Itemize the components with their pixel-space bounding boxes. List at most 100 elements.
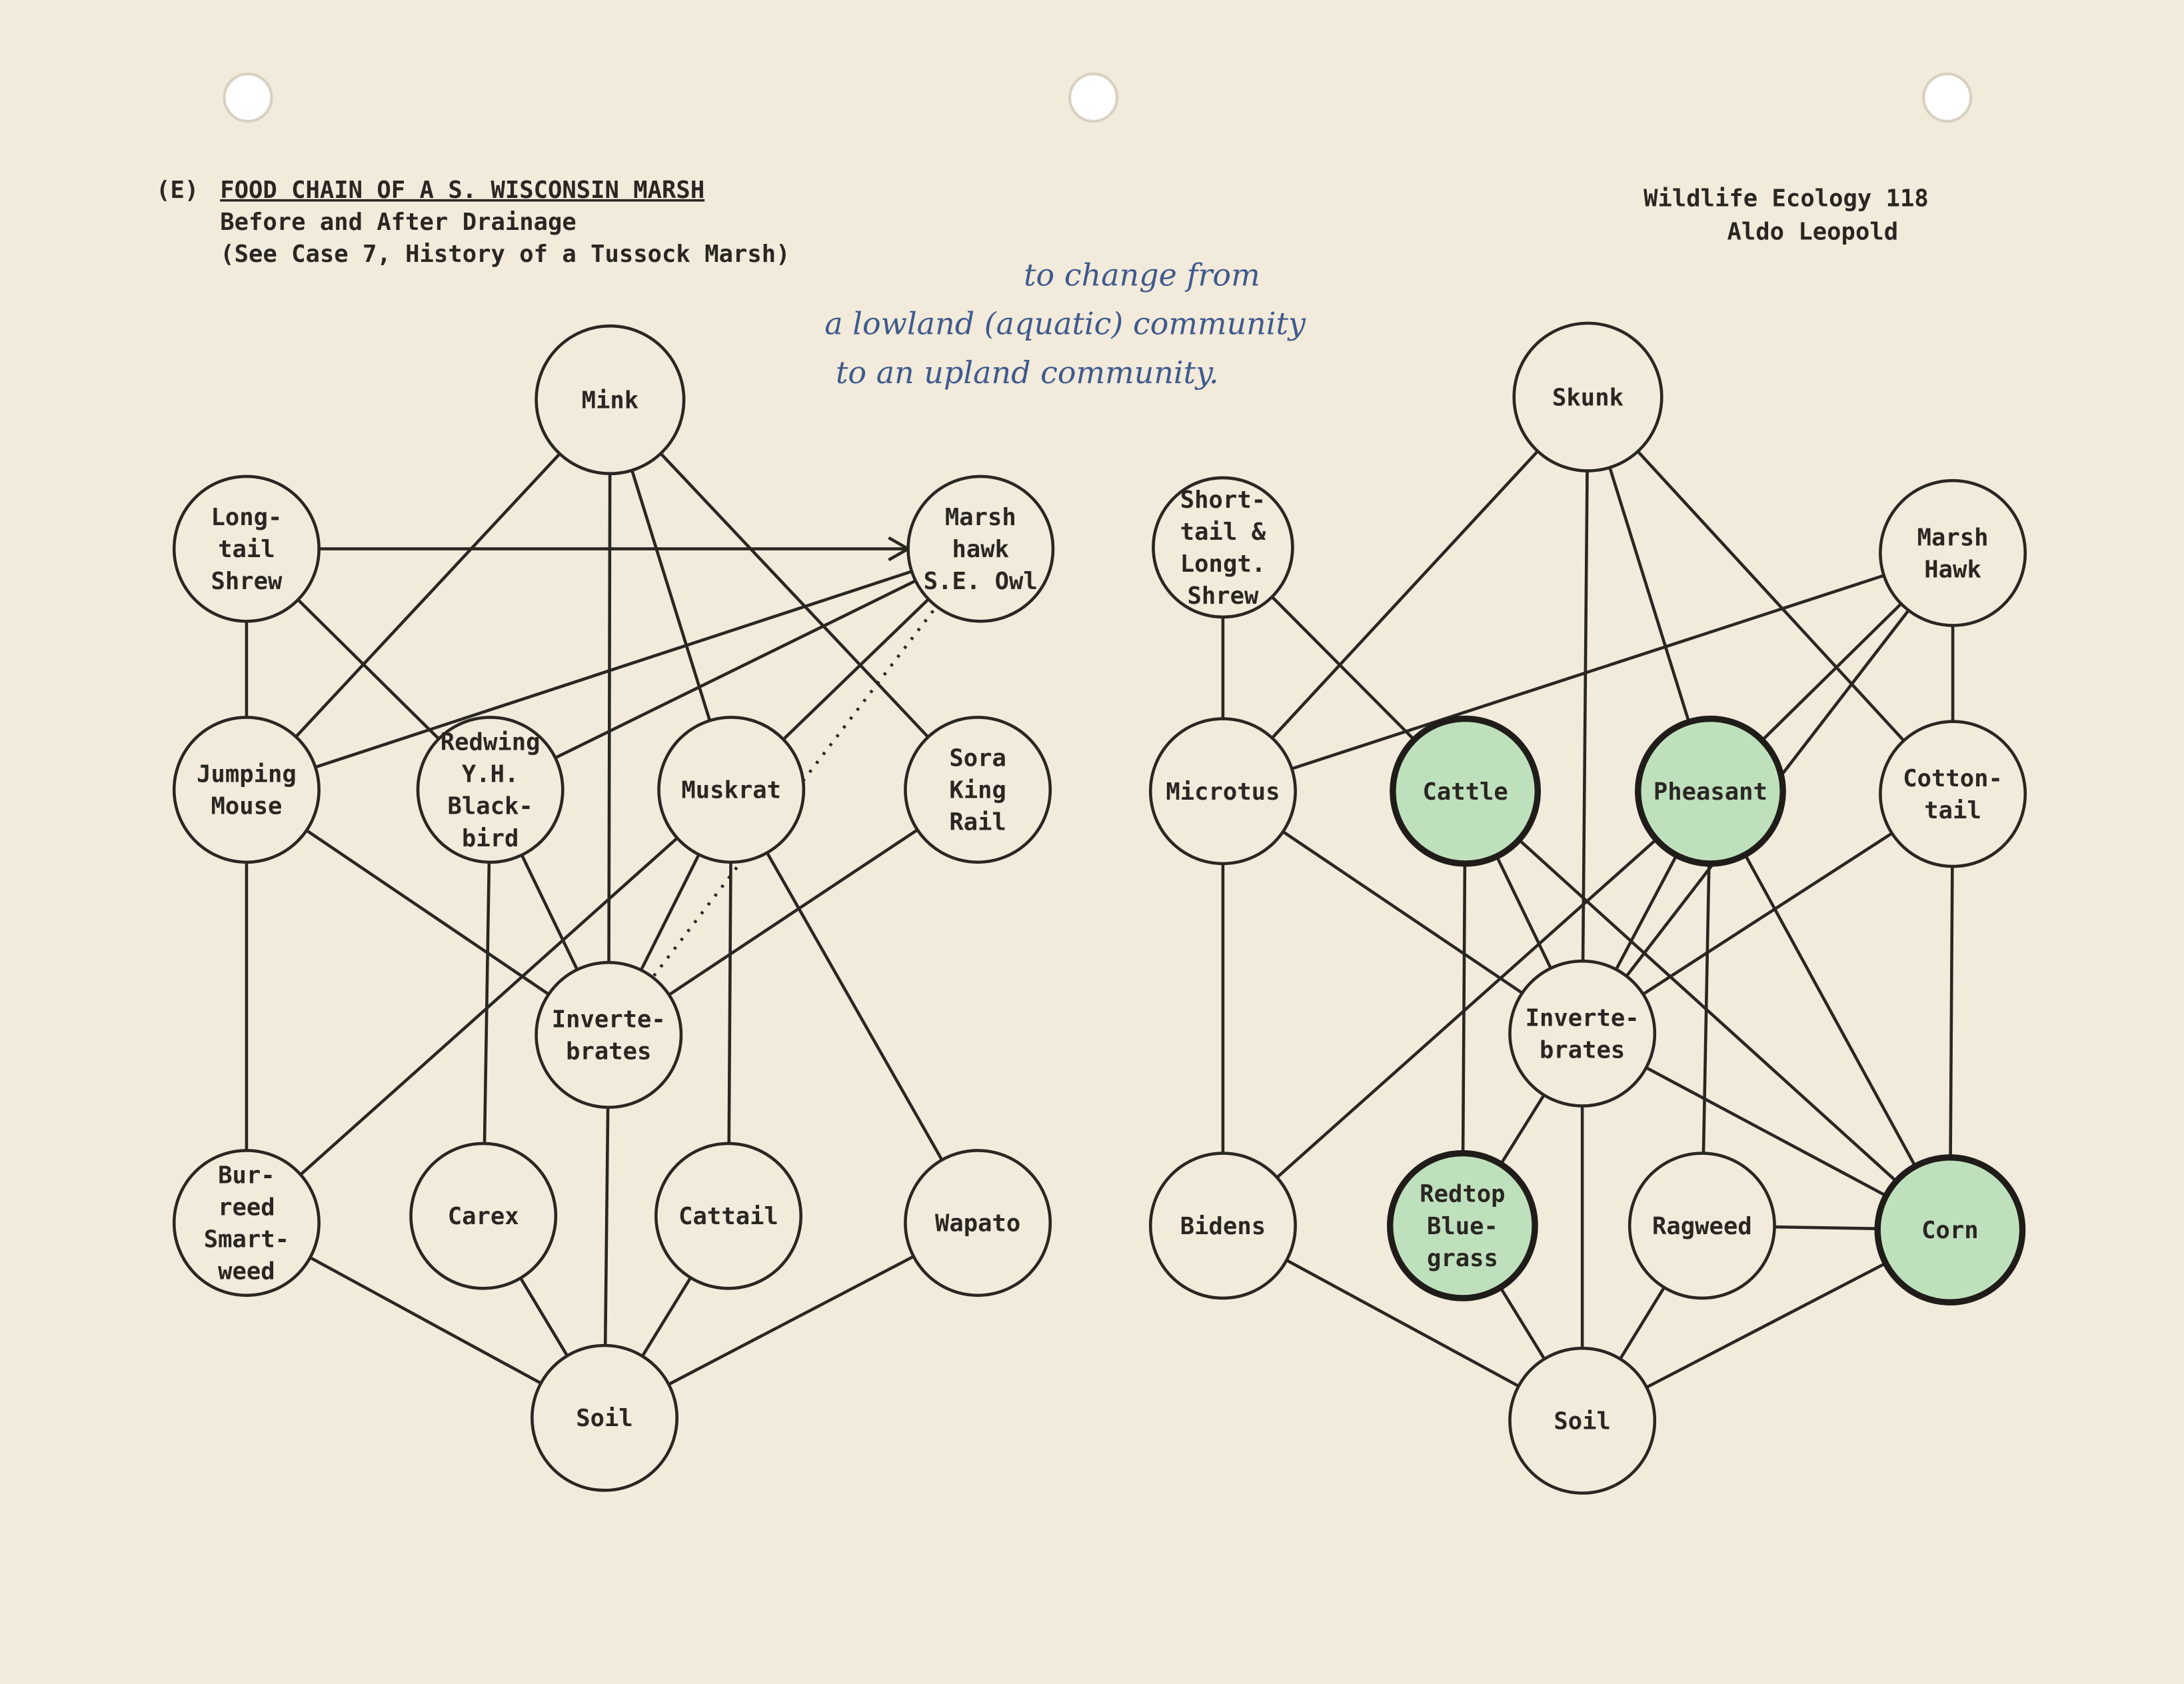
node-label: Cattail: [678, 1203, 778, 1230]
node-circle: [416, 716, 564, 864]
after-node-corn: Corn: [1874, 1154, 2026, 1305]
node-circle: [1148, 717, 1297, 866]
node-label: Shrew: [211, 568, 283, 595]
before-edge-mink-invert: [606, 399, 612, 1035]
punch-hole: [1068, 72, 1119, 123]
node-label: Skunk: [1552, 384, 1624, 411]
after-node-microtus: Microtus: [1148, 717, 1297, 866]
node-label: Bidens: [1180, 1213, 1266, 1240]
node-label: Microtus: [1166, 778, 1280, 806]
node-label: tail: [1924, 797, 1981, 824]
before-node-cattail: Cattail: [654, 1142, 803, 1290]
handwritten-note-line: to an upland community.: [836, 355, 1219, 391]
after-node-cottontail: Cotton-tail: [1879, 720, 2027, 868]
node-label: Jumping: [197, 761, 297, 788]
before-node-soil: Soil: [531, 1343, 679, 1492]
punch-hole: [223, 72, 273, 123]
node-label: tail &: [1180, 518, 1266, 546]
page-title: FOOD CHAIN OF A S. WISCONSIN MARSH: [220, 177, 704, 204]
node-label: Longt.: [1180, 550, 1266, 578]
node-label: Ragweed: [1652, 1213, 1752, 1240]
page-subtitle: Before and After Drainage: [220, 209, 576, 236]
case-reference: (See Case 7, History of a Tussock Marsh): [220, 241, 790, 268]
node-label: Inverte-: [552, 1006, 666, 1033]
course-name: Wildlife Ecology 118: [1643, 185, 1929, 212]
node-label: Smart-: [204, 1226, 289, 1254]
node-circle: [1508, 1346, 1657, 1495]
before-node-muskrat: Muskrat: [657, 716, 806, 864]
punch-hole: [1922, 72, 1973, 123]
node-label: Mouse: [211, 793, 282, 820]
after-edge-skunk-cottontail: [1586, 396, 1954, 795]
after-node-ragweed: Ragweed: [1628, 1152, 1776, 1300]
node-circle: [535, 324, 686, 476]
node-label: Y.H.: [462, 761, 519, 788]
before-node-carex: Carex: [409, 1142, 558, 1290]
after-edge-hawk-microtus: [1222, 551, 1953, 793]
node-label: Blue-: [1427, 1213, 1498, 1240]
node-circle: [657, 716, 806, 864]
node-label: Wapato: [935, 1210, 1020, 1238]
after-node-cattle: Cattle: [1390, 715, 1541, 867]
before-edge-hawk-mouse: [246, 547, 982, 792]
handwritten-note-line: to change from: [1024, 257, 1260, 293]
before-node-wapato: Wapato: [904, 1149, 1052, 1297]
after-edge-pheasant-corn: [1709, 790, 1951, 1231]
node-circle: [1390, 715, 1541, 867]
node-circle: [531, 1343, 679, 1492]
handwritten-note-line: a lowland (aquatic) community: [824, 306, 1306, 342]
node-label: Cotton-: [1903, 765, 2003, 792]
node-circle: [654, 1142, 803, 1290]
node-label: Marsh: [1917, 524, 1989, 551]
node-circle: [1387, 1150, 1538, 1301]
node-label: brates: [566, 1038, 651, 1066]
after-edge-skunk-invert: [1580, 397, 1590, 1034]
node-label: weed: [218, 1258, 275, 1285]
node-label: reed: [218, 1194, 275, 1222]
after-node-skunk: Skunk: [1512, 321, 1663, 472]
before-edge-mink-mouse: [245, 399, 612, 791]
node-label: Redtop: [1420, 1181, 1505, 1208]
node-circle: [409, 1142, 558, 1290]
before-edge-muskrat-burreed: [245, 788, 732, 1224]
node-circle: [1508, 959, 1657, 1108]
node-label: Redwing: [441, 729, 541, 756]
node-circle: [904, 716, 1052, 864]
node-circle: [1152, 476, 1294, 619]
after-node-pheasant: Pheasant: [1635, 715, 1786, 867]
node-label: Soil: [1554, 1407, 1611, 1435]
node-label: brates: [1540, 1036, 1625, 1064]
before-edge-mink-sora: [608, 399, 979, 791]
after-node-bidens: Bidens: [1148, 1152, 1297, 1300]
node-label: Pheasant: [1653, 778, 1767, 806]
node-label: Rail: [949, 809, 1006, 836]
node-label: Inverte-: [1526, 1004, 1639, 1032]
node-circle: [1628, 1152, 1776, 1300]
node-label: Carex: [448, 1203, 519, 1230]
node-label: Bur-: [218, 1162, 275, 1190]
node-label: Shrew: [1187, 582, 1259, 610]
node-label: Marsh: [945, 504, 1016, 531]
node-label: grass: [1427, 1245, 1498, 1272]
node-label: Hawk: [1924, 556, 1981, 583]
node-label: Cattle: [1422, 778, 1508, 806]
node-label: Mink: [582, 387, 639, 414]
node-circle: [906, 474, 1055, 623]
node-circle: [535, 960, 683, 1109]
after-node-shrew: Short-tail &Longt.Shrew: [1152, 476, 1294, 619]
before-node-invert: Inverte-brates: [535, 960, 683, 1109]
node-label: tail: [218, 536, 275, 563]
node-circle: [1879, 720, 2027, 868]
node-circle: [1148, 1152, 1297, 1300]
section-label: (E): [156, 177, 199, 204]
node-circle: [1874, 1154, 2026, 1305]
node-label: Corn: [1921, 1217, 1979, 1244]
after-node-invert: Inverte-brates: [1508, 959, 1657, 1108]
node-label: S.E. Owl: [924, 568, 1038, 595]
